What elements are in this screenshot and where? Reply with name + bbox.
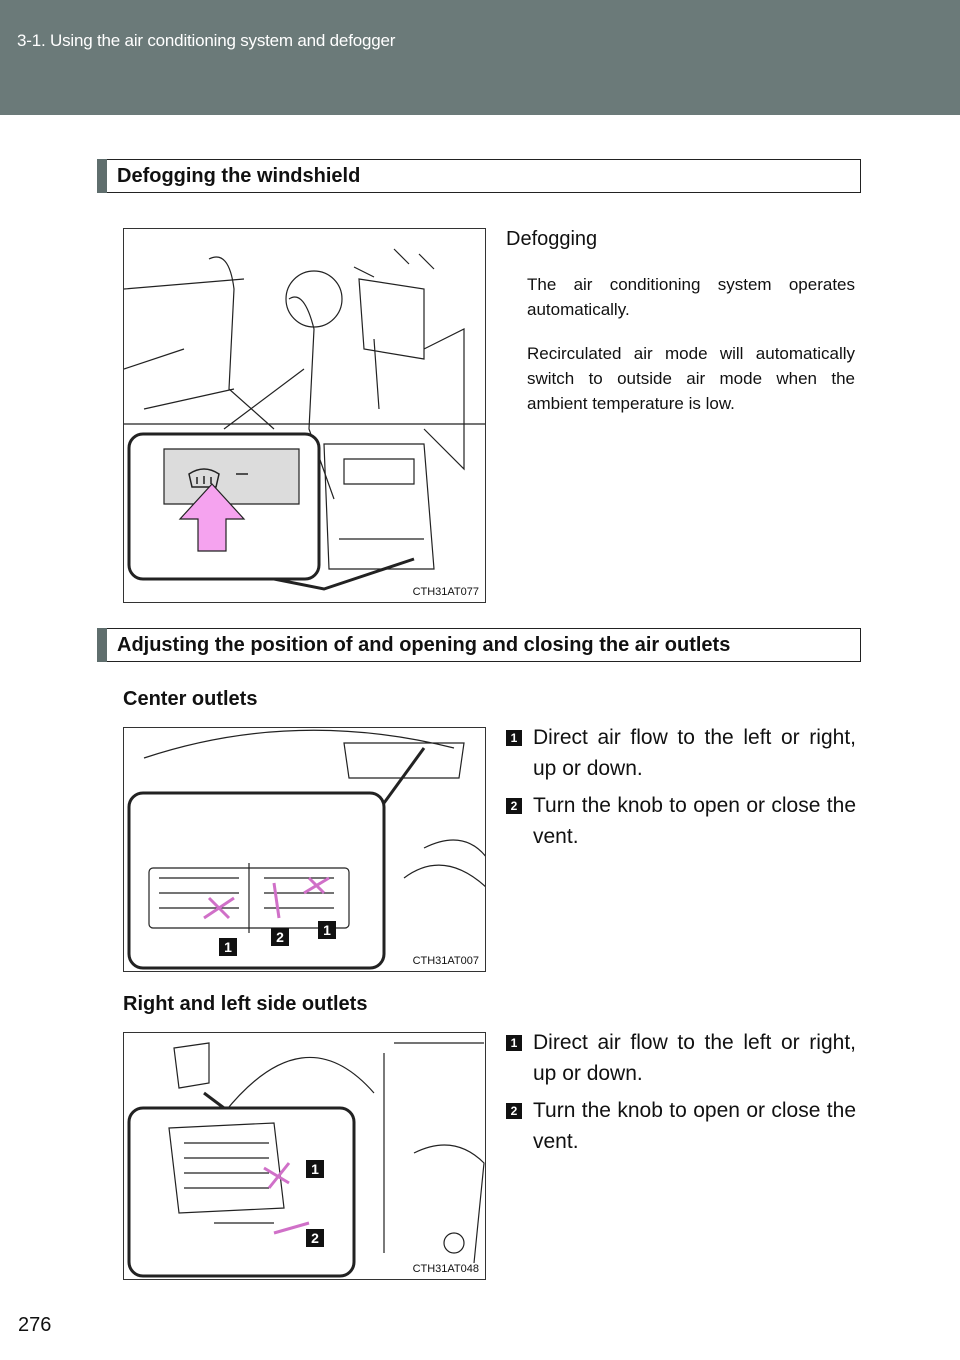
list-item: 2 Turn the knob to open or close the vent… [506, 790, 856, 852]
page-number: 276 [18, 1314, 52, 1336]
list-item: 2 Turn the knob to open or close the vent… [506, 1095, 856, 1157]
subheading-center-outlets: Center outlets [123, 688, 258, 710]
list-item: 1 Direct air flow to the left or right, u… [506, 1027, 856, 1089]
figure-code: CTH31AT077 [412, 586, 479, 598]
subheading-side-outlets: Right and left side outlets [123, 993, 368, 1015]
callout-1: 1 [318, 921, 336, 939]
number-badge: 1 [506, 1035, 522, 1051]
callout-2: 2 [271, 928, 289, 946]
figure-code: CTH31AT048 [412, 1263, 479, 1275]
section-title: Adjusting the position of and opening an… [117, 634, 731, 656]
callout-2: 2 [306, 1229, 324, 1247]
paragraph: Recirculated air mode will automatically… [527, 344, 855, 413]
center-vent-drawing [127, 729, 485, 970]
section-heading-air-outlets: Adjusting the position of and opening an… [97, 628, 861, 662]
paragraph: The air conditioning system operates aut… [527, 275, 855, 319]
item-text: Direct air flow to the left or right, up… [533, 1031, 856, 1085]
car-interior-drawing [124, 248, 485, 591]
callout-1: 1 [219, 938, 237, 956]
callout-1: 1 [306, 1160, 324, 1178]
item-text: Direct air flow to the left or right, up… [533, 726, 856, 780]
item-text: Turn the knob to open or close the vent. [533, 794, 856, 848]
side-outlets-illustration: 1 2 CTH31AT048 [123, 1032, 486, 1280]
figure-code: CTH31AT007 [412, 955, 479, 967]
center-outlets-illustration: 1 2 1 CTH31AT007 [123, 727, 486, 972]
item-text: Turn the knob to open or close the vent. [533, 1099, 856, 1153]
defogging-label: Defogging [506, 228, 598, 250]
list-item: 1 Direct air flow to the left or right, u… [506, 722, 856, 784]
page-header: 3-1. Using the air conditioning system a… [0, 0, 960, 115]
defogger-illustration: CTH31AT077 [123, 228, 486, 603]
section-heading-defogging: Defogging the windshield [97, 159, 861, 193]
number-badge: 2 [506, 798, 522, 814]
number-badge: 1 [506, 730, 522, 746]
side-vent-drawing [127, 1042, 485, 1278]
section-title: Defogging the windshield [117, 165, 361, 187]
number-badge: 2 [506, 1103, 522, 1119]
header-title: 3-1. Using the air conditioning system a… [17, 31, 396, 50]
